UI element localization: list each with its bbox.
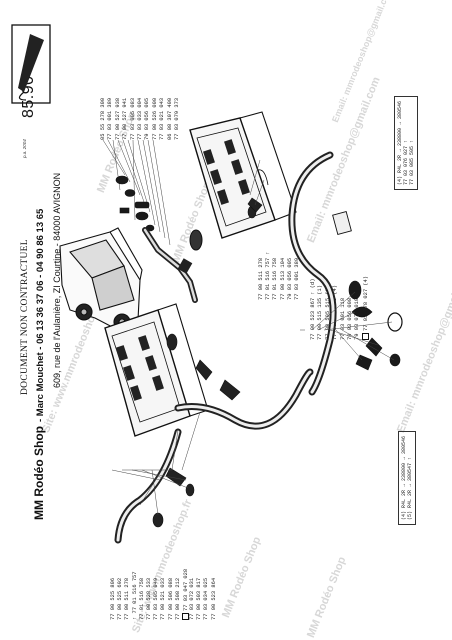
upper-muffler <box>189 111 297 239</box>
part-number: 77 00 527 938 <box>114 97 121 140</box>
part-number: 77 00 523 867 ↑ (d) <box>310 278 316 340</box>
price-subtext: p.a. 2004 <box>22 139 27 158</box>
part-number: 77 00 527 941 <box>122 97 129 140</box>
watermark-shop: MM Rodéo Shop <box>305 555 349 640</box>
part-number: 77 00 525 806 <box>110 577 116 620</box>
part-number: 77 03 047 028 <box>181 569 189 620</box>
part-number: 79 03 056 008 <box>346 297 353 340</box>
shop-contact: - Marc Mouchet - 06 13 36 37 06 - 04 90 … <box>35 208 46 423</box>
code-row: 77 03 085 505 ↑ <box>409 139 415 185</box>
part-number: 77 00 500 045 (4) <box>332 285 339 340</box>
lower-muffler <box>104 303 209 437</box>
part-number: ↑ 77 01 516 757 <box>131 571 138 620</box>
part-number: 77 00 515 135 (1) <box>317 285 324 340</box>
watermark-email: Email: mmrodeoshop@gmail.com <box>395 265 452 435</box>
part-number: 79 03 056 005 <box>286 257 293 300</box>
part-number: 05 55 278 300 <box>100 97 106 140</box>
price-label: 85.90 <box>20 75 38 118</box>
part-number: 77 00 506 088 <box>167 577 174 620</box>
part-number: 77 03 001 389 <box>293 257 300 300</box>
part-number: 77 00 526 000 <box>151 97 158 140</box>
part-number: 77 03 505 049 <box>153 577 160 620</box>
clamps-and-brackets <box>152 197 263 528</box>
gasket-part <box>332 210 352 236</box>
price-value: 85.90 <box>20 75 37 118</box>
part-number: 77 03 033 004 <box>136 97 143 140</box>
part-number: 77 00 523 864 <box>210 577 217 620</box>
shop-address: 609, rue de l'Aulanière, ZI Courtine - 8… <box>52 172 62 388</box>
checkbox-marker-icon <box>361 333 369 340</box>
part-number: 77 00 521 033 <box>160 577 167 620</box>
tail-pipe-lower <box>114 368 314 544</box>
part-number: 77 03 021 043 <box>159 97 166 140</box>
part-number: 77 00 503 817 <box>196 577 203 620</box>
part-number: 77 01 516 758 <box>138 577 145 620</box>
part-number: 77 00 511 278 <box>124 577 131 620</box>
part-number: 77 00 511 278 <box>258 257 264 300</box>
shop-name: MM Rodéo Shop <box>32 426 46 520</box>
part-number: 77 01 516 757 ↑ <box>265 251 272 300</box>
watermark-shop: MM Rodéo Shop <box>220 535 264 620</box>
part-number: 06 08 307 400 <box>166 97 173 140</box>
shop-heading: MM Rodéo Shop - Marc Mouchet - 06 13 36 … <box>30 209 48 520</box>
part-number: 77 00 528 533 <box>145 577 152 620</box>
part-number: 77 00 525 692 <box>117 577 124 620</box>
document-type-label: DOCUMENT NON CONTRACTUEL <box>20 239 30 395</box>
part-number: 77 01 516 758 <box>272 257 279 300</box>
part-number: 77 03 001 118 <box>339 297 346 340</box>
small-parts-cluster <box>115 175 155 232</box>
part-number: 77 03 072 031 <box>189 577 196 620</box>
vehicle-illustration <box>59 227 143 331</box>
code-table-left: (4) R4L 2R → 238800 → 380546(5) R4L 2R →… <box>398 430 416 525</box>
right-part-column: 77 00 523 867 ↑ (d)77 00 515 135 (1)77 0… <box>310 276 369 340</box>
part-number: 79 03 056 005 <box>144 97 151 140</box>
part-number: 77 03 079 373 <box>173 97 180 140</box>
part-number: 77 03 034 025 <box>203 577 210 620</box>
intermediate-pipe <box>142 227 203 303</box>
part-number: 77 00 508 212 <box>174 577 181 620</box>
code-row: (5) R4L 2R → 380547 ↑ <box>407 456 413 520</box>
part-number: 77 03 078 027 (4) <box>361 276 369 340</box>
part-number: 79 03 071 010 <box>354 297 361 340</box>
watermark-shop: MM Rodéo Shop <box>170 180 214 265</box>
part-number: 77 03 005 083 <box>129 97 136 140</box>
part-number: 77 00 513 104 <box>279 257 286 300</box>
part-number: 77 00 505 515 (2) <box>324 285 331 340</box>
watermark-site: Site: www.mmrodeoshop.fr <box>40 297 105 435</box>
part-number: 77 03 001 389 <box>107 97 114 140</box>
checkbox-marker-icon <box>181 613 189 620</box>
